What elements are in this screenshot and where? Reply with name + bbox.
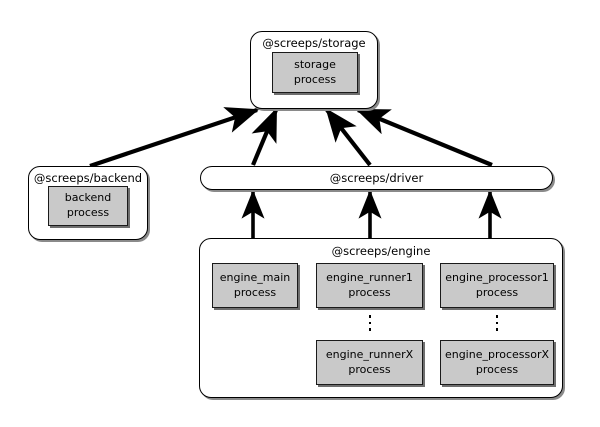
module-engine-title: @screeps/engine — [331, 244, 431, 258]
process-engine-runner1-line1: engine_runner1 — [326, 270, 413, 284]
process-engine-processorX[interactable]: engine_processorX process — [440, 340, 554, 385]
process-engine-processor1[interactable]: engine_processor1 process — [440, 263, 554, 308]
process-backend-line2: process — [66, 206, 110, 219]
process-storage-line1: storage — [294, 57, 336, 71]
edge-backend-to-storage — [89, 107, 260, 168]
process-engine-processor1-line2: process — [475, 285, 519, 299]
vertical-ellipsis-runner-icon — [365, 315, 375, 331]
process-backend-line1: backend — [64, 191, 112, 205]
process-engine-runner1[interactable]: engine_runner1 process — [316, 263, 423, 308]
process-engine-processorX-line1: engine_processorX — [444, 347, 550, 361]
process-engine-processorX-line2: process — [475, 362, 519, 376]
module-driver[interactable]: @screeps/driver — [200, 166, 553, 190]
process-engine-main[interactable]: engine_main process — [212, 263, 298, 308]
module-driver-title: @screeps/driver — [329, 171, 424, 185]
module-backend-title: @screeps/backend — [33, 171, 143, 185]
vertical-ellipsis-processor-icon — [492, 315, 502, 331]
edge-driver-to-storage-middle — [325, 108, 372, 167]
process-engine-main-line1: engine_main — [219, 270, 291, 284]
process-engine-processor1-line1: engine_processor1 — [445, 270, 549, 284]
module-storage-title: @screeps/storage — [262, 36, 366, 50]
process-storage[interactable]: storage process — [272, 52, 358, 93]
edge-driver-to-storage-left — [251, 107, 278, 166]
process-engine-runnerX-line1: engine_runnerX — [325, 347, 414, 361]
process-backend[interactable]: backend process — [48, 186, 128, 226]
process-engine-runner1-line2: process — [348, 285, 391, 299]
process-engine-runnerX-line2: process — [348, 362, 391, 376]
process-engine-runnerX[interactable]: engine_runnerX process — [316, 340, 423, 385]
edge-driver-to-storage-right — [355, 108, 493, 167]
process-storage-line2: process — [293, 72, 337, 86]
process-engine-main-line2: process — [233, 285, 277, 299]
